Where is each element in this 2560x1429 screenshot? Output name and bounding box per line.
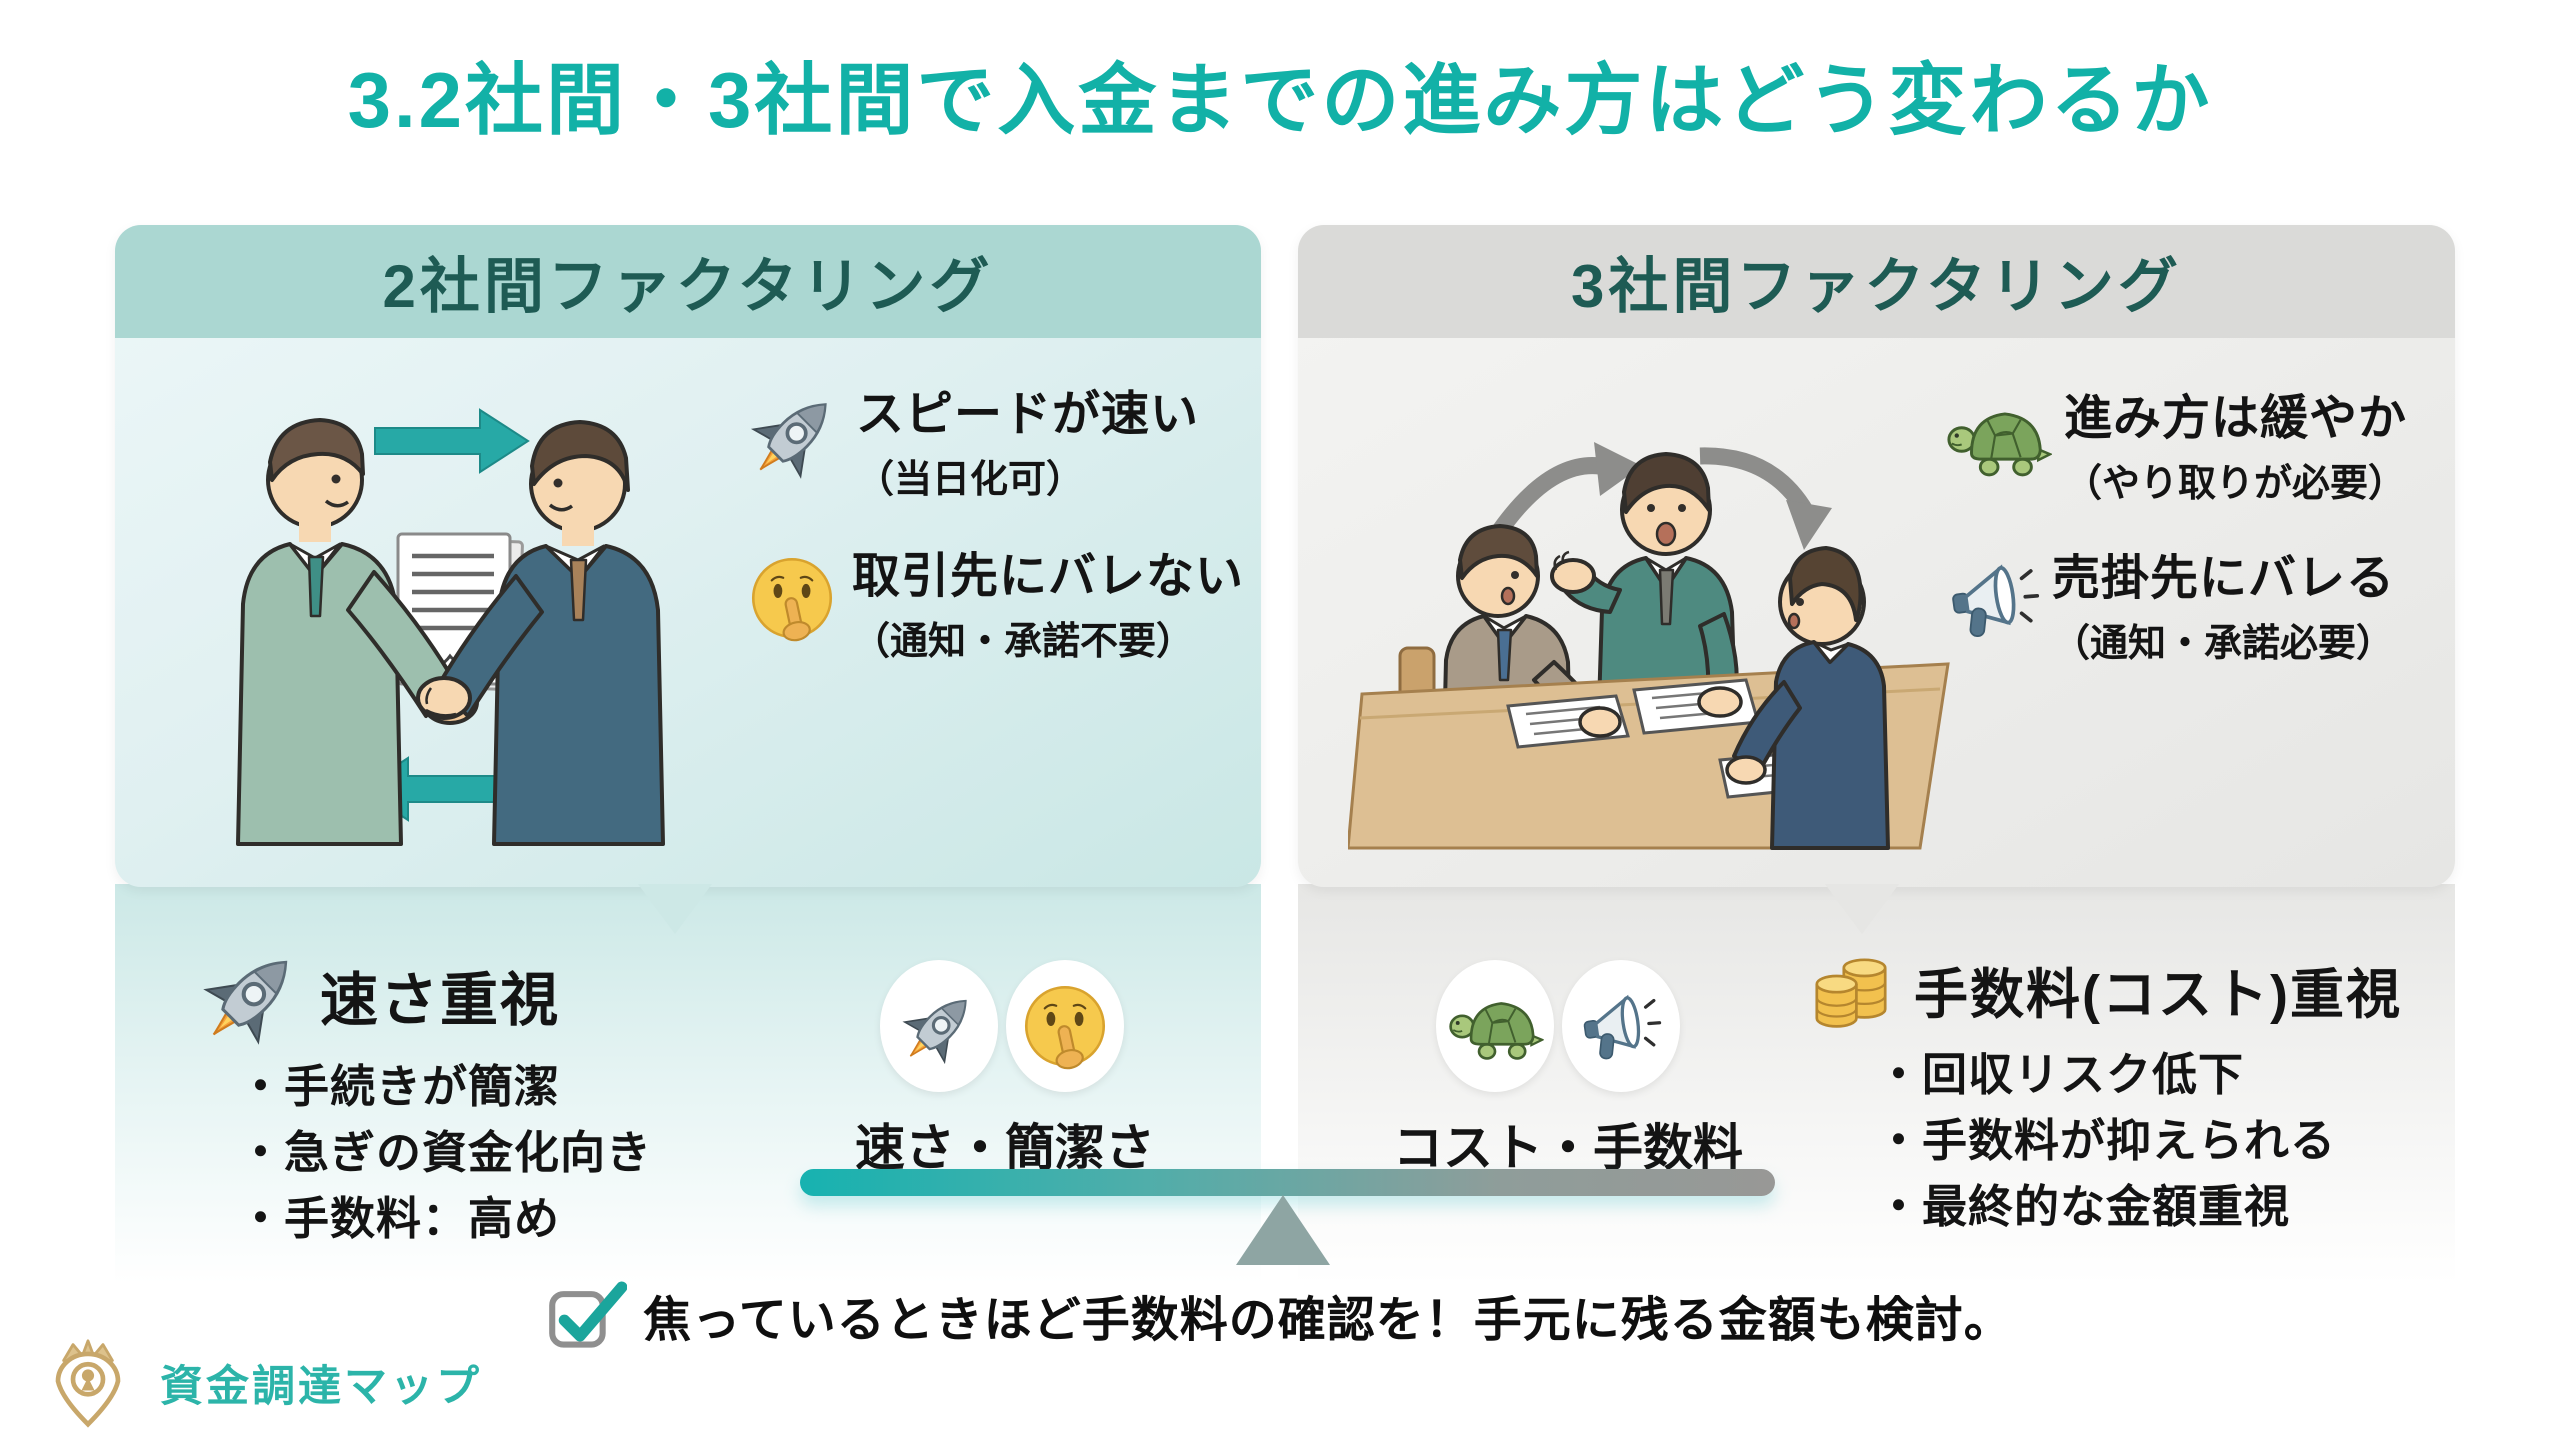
rocket-icon: [200, 944, 302, 1046]
balance-chip-rocket: [880, 960, 998, 1092]
map-pin-crown-icon: [26, 1338, 150, 1428]
megaphone-icon: [1580, 989, 1662, 1063]
site-logo-text: 資金調達マップ: [160, 1363, 482, 1411]
site-logo: 資金調達マップ: [26, 1338, 482, 1428]
summary-speed-heading: 速さ重視: [320, 968, 561, 1033]
curved-arrow-icons: [1488, 447, 1814, 541]
summary-cost-list: ・回収リスク低下 ・手数料が抑えられる ・最終的な金額重視: [1876, 1042, 2336, 1240]
list-item: ・手続きが簡潔: [238, 1061, 561, 1112]
feature-slow-note: （やり取りが必要）: [2064, 462, 2407, 505]
list-item: ・手数料が抑えられる: [1876, 1115, 2337, 1166]
footnote: 焦っているときほど手数料の確認を！手元に残る金額も検討。: [0, 1280, 2560, 1350]
panel-3sha-header: 3社間ファクタリング: [1298, 225, 2455, 338]
arrow-right-icon: [374, 408, 530, 474]
panel-2sha-header: 2社間ファクタリング: [115, 225, 1261, 338]
footnote-text: 焦っているときほど手数料の確認を！手元に残る金額も検討。: [643, 1294, 2013, 1347]
handshake-illustration: [150, 358, 740, 850]
summary-speed-heading-row: 速さ重視: [200, 944, 560, 1046]
summary-cost-heading: 手数料(コスト)重視: [1914, 965, 2402, 1025]
feature-notify-title: 売掛先にバレる: [2052, 552, 2396, 605]
balance-chip-shush: [1006, 960, 1124, 1092]
seesaw-bar: [800, 1169, 1775, 1196]
list-item: ・手数料：高め: [238, 1193, 561, 1244]
balance-right-label: コスト・手数料: [1393, 1120, 1743, 1176]
feature-slow: 進み方は緩やか （やり取りが必要）: [1944, 392, 2407, 507]
businessman-debtor: [1725, 546, 1890, 850]
businessman-right: [416, 420, 665, 846]
panel-2sha-tail: [638, 884, 712, 934]
seesaw-fulcrum: [1236, 1195, 1330, 1265]
page-title: 3.2社間・3社間で入金までの進み方はどう変わるか: [347, 56, 2213, 144]
list-item: ・回収リスク低下: [1876, 1049, 2245, 1100]
feature-notify: 売掛先にバレる （通知・承諾必要）: [1948, 552, 2395, 667]
shushing-face-icon: [748, 554, 836, 642]
balance-left-label: 速さ・簡潔さ: [855, 1120, 1155, 1176]
balance-chip-turtle: [1436, 960, 1554, 1092]
feature-secret: 取引先にバレない （通知・承諾不要）: [748, 550, 1244, 665]
summary-speed-list: ・手続きが簡潔 ・急ぎの資金化向き ・手数料：高め: [238, 1054, 652, 1252]
list-item: ・急ぎの資金化向き: [238, 1127, 653, 1178]
rocket-icon: [900, 987, 978, 1065]
balance-chip-megaphone: [1562, 960, 1680, 1092]
shushing-face-icon: [1021, 982, 1109, 1070]
meeting-illustration: [1348, 358, 1963, 850]
feature-speed-note: （当日化可）: [856, 458, 1085, 501]
turtle-icon: [1944, 400, 2052, 479]
rocket-icon: [748, 388, 840, 480]
megaphone-icon: [1948, 558, 2040, 641]
feature-slow-title: 進み方は緩やか: [2064, 392, 2408, 445]
feature-notify-note: （通知・承諾必要）: [2052, 622, 2395, 665]
feature-speed-title: スピードが速い: [856, 388, 1200, 441]
feature-secret-note: （通知・承諾不要）: [852, 620, 1195, 663]
panel-3sha-tail: [1825, 884, 1899, 934]
list-item: ・最終的な金額重視: [1876, 1181, 2291, 1232]
turtle-icon: [1446, 991, 1544, 1062]
summary-cost-heading-row: 手数料(コスト)重視: [1806, 948, 2402, 1031]
feature-speed: スピードが速い （当日化可）: [748, 388, 1199, 503]
coins-icon: [1806, 948, 1896, 1031]
feature-secret-title: 取引先にバレない: [852, 550, 1245, 603]
checkbox-checked-icon: [547, 1280, 627, 1350]
